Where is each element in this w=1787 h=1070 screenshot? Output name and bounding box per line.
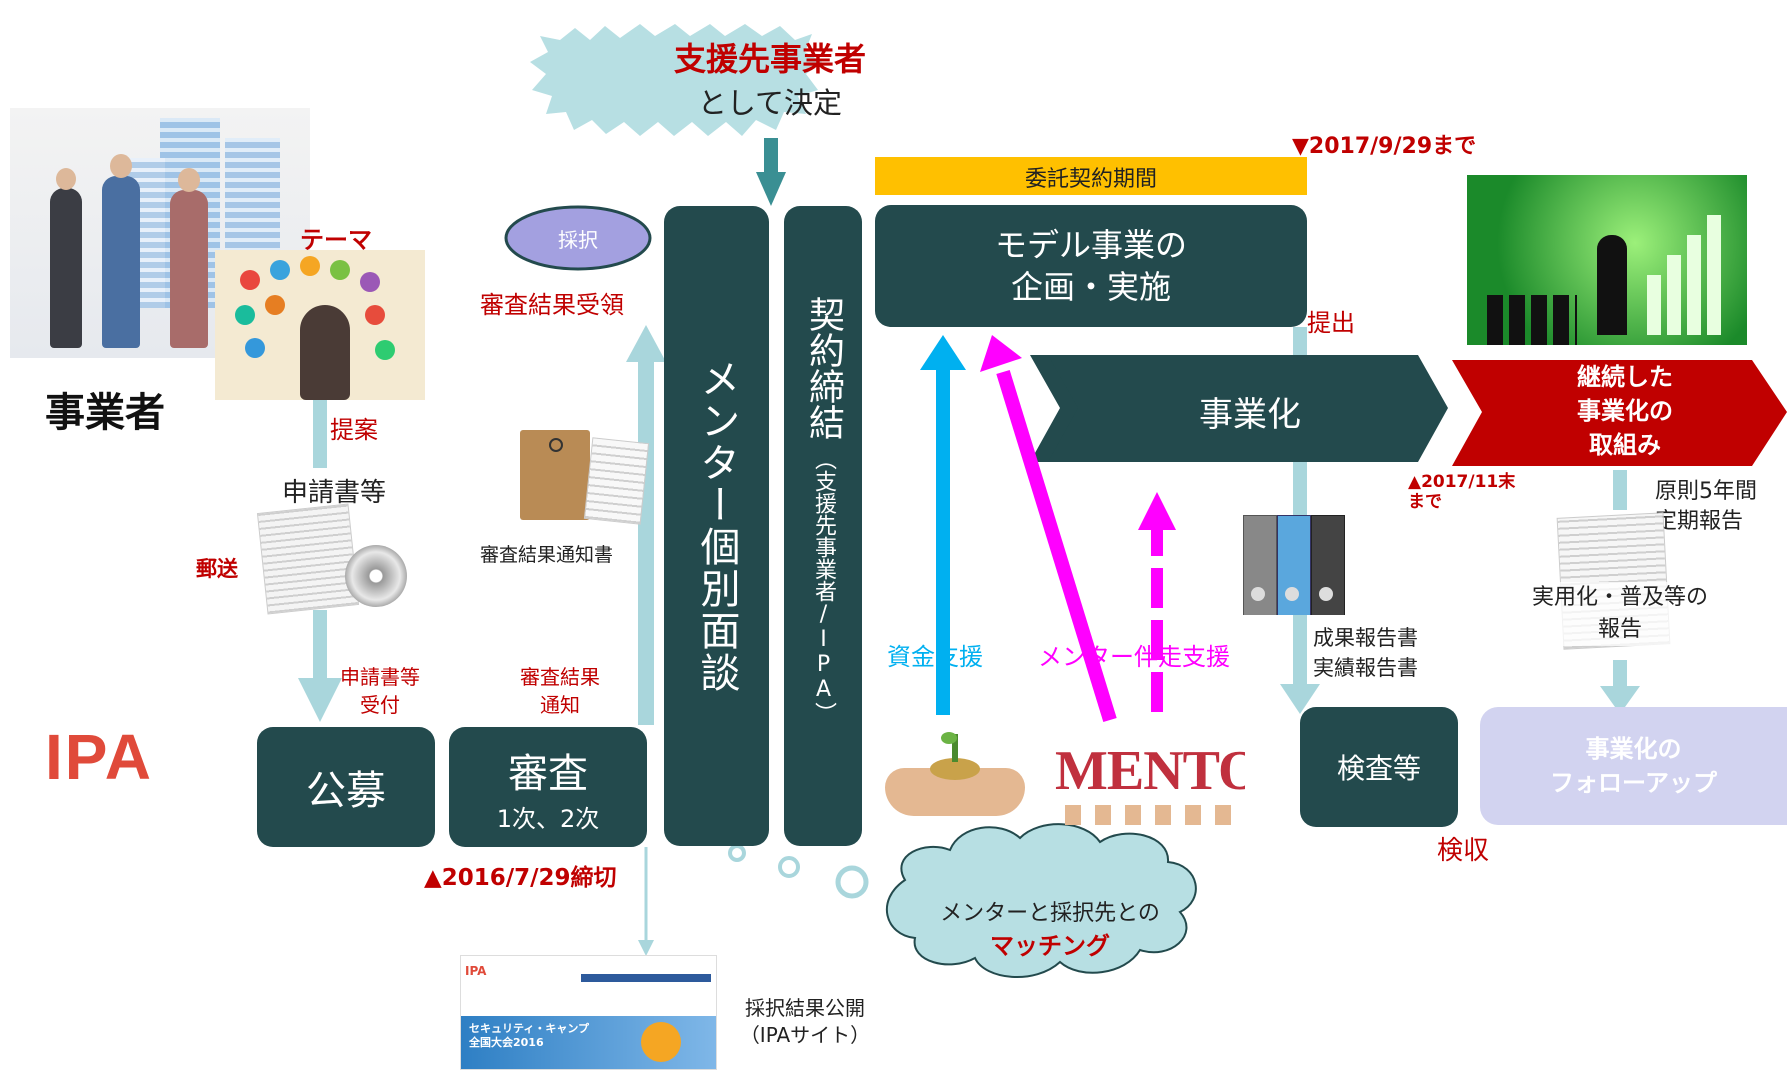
mentor-interview-box: メンター個別面談 [664, 206, 769, 846]
decision-cloud-sub: として決定 [697, 86, 843, 120]
theme-image [215, 250, 425, 400]
report-line1: 成果報告書 [1313, 626, 1418, 650]
periodic-label: 原則5年間 定期報告 [1655, 477, 1757, 537]
koubo-box: 公募 [257, 727, 435, 847]
practical-line2: 報告 [1597, 617, 1642, 642]
mentor-support-label: メンター伴走支援 [1038, 643, 1230, 671]
binders-icon [1243, 515, 1345, 615]
website-logo: IPA [465, 964, 487, 978]
commercialization-label: 事業化 [1199, 395, 1301, 435]
proposal-arrow [298, 678, 342, 722]
report-deadline: ▲2017/11末 まで [1408, 472, 1515, 512]
mentor-word: MENTOR [1055, 740, 1245, 802]
cloud-arrow-head [756, 172, 786, 206]
website-banner: セキュリティ・キャンプ 全国大会2016 [469, 1022, 589, 1050]
periodic-line1: 原則5年間 [1655, 479, 1757, 504]
mentor-interview-label: メンター個別面談 [693, 358, 740, 694]
theme-label: テーマ [300, 226, 372, 254]
mentor-diagonal-arrow [980, 335, 1022, 372]
received-line1: 申請書等 [340, 665, 420, 689]
website-banner-line1: セキュリティ・キャンプ [469, 1022, 590, 1035]
submit-deadline: ▲2016/7/29締切 [424, 865, 617, 891]
followup-box: 事業化の フォローアップ [1480, 707, 1787, 825]
received-label: 申請書等 受付 [320, 663, 440, 719]
continued-line2: 事業化の [1577, 397, 1673, 425]
cd-icon [345, 545, 407, 607]
contract-sub: （支援先事業者/IPA） [811, 448, 836, 724]
publish-line2: （IPAサイト） [739, 1023, 871, 1047]
mentor-support-arrow [1138, 492, 1176, 530]
adopted-oval [504, 205, 652, 271]
commercialization-banner [1048, 355, 1448, 462]
followup-line2: フォローアップ [1549, 769, 1718, 797]
matching-cloud [886, 823, 1197, 979]
matching-line2: マッチング [990, 932, 1110, 960]
continued-banner [1452, 360, 1787, 466]
result-received-label: 審査結果受領 [480, 291, 624, 319]
practical-line1: 実用化・普及等の [1531, 585, 1708, 610]
matching-text: メンターと採択先との マッチング [930, 898, 1170, 962]
envelope-icon [520, 430, 590, 520]
ipa-website-thumbnail: IPA セキュリティ・キャンプ 全国大会2016 [460, 955, 717, 1070]
notice-label: 審査結果 通知 [500, 663, 620, 719]
contract-period-label: 委託契約期間 [1024, 167, 1157, 192]
inspection-label: 検査等 [1336, 752, 1421, 785]
inspection-box: 検査等 [1300, 707, 1458, 827]
publish-label: 採択結果公開 （IPAサイト） [730, 995, 880, 1049]
mentor-image: MENTOR [1055, 735, 1245, 825]
funding-arrow [920, 335, 966, 370]
model-title-line2: 企画・実施 [1010, 268, 1171, 306]
shinsa-box: 審査 1次、2次 [449, 727, 647, 847]
shinsa-sub: 1次、2次 [496, 804, 600, 833]
adopted-label: 採択 [558, 228, 598, 252]
website-banner-line2: 全国大会2016 [469, 1036, 544, 1049]
decision-cloud-title: 支援先事業者 [673, 40, 866, 78]
model-business-box: モデル事業の 企画・実施 [875, 205, 1307, 327]
publish-line1: 採択結果公開 [745, 996, 865, 1020]
decision-cloud-text: 支援先事業者 として決定 [620, 34, 920, 122]
practical-label: 実用化・普及等の 報告 [1520, 582, 1720, 646]
periodic-line2: 定期報告 [1655, 509, 1744, 534]
report-deadline-line2: まで [1408, 492, 1442, 512]
shinsa-label: 審査 [508, 750, 588, 797]
contract-label: 契約締結 [803, 296, 844, 440]
notice-doc-label: 審査結果通知書 [480, 544, 614, 566]
funding-image [875, 728, 1035, 828]
acceptance-label: 検収 [1437, 836, 1490, 866]
contract-deadline: ▼2017/9/29まで [1292, 134, 1477, 159]
matching-line1: メンターと採択先との [940, 901, 1160, 926]
funding-label: 資金支援 [887, 643, 983, 671]
report-down-arrow [1280, 684, 1320, 714]
received-line2: 受付 [360, 693, 400, 717]
continued-line3: 取組み [1589, 431, 1661, 459]
operator-label: 事業者 [45, 390, 165, 436]
mail-label: 郵送 [196, 557, 238, 581]
report-label: 成果報告書 実績報告書 [1313, 623, 1418, 683]
notice-papers [583, 437, 650, 525]
report-line2: 実績報告書 [1313, 656, 1418, 680]
notice-line1: 審査結果 [520, 665, 600, 689]
proposal-label: 提案 [330, 416, 378, 444]
followup-line1: 事業化の [1585, 735, 1682, 763]
application-papers [256, 503, 360, 615]
model-title-line1: モデル事業の [994, 226, 1187, 264]
koubo-label: 公募 [306, 768, 386, 814]
growth-image [1467, 175, 1747, 345]
contract-box: 契約締結 （支援先事業者/IPA） [784, 206, 862, 846]
report-deadline-line1: ▲2017/11末 [1408, 472, 1516, 492]
submit-label: 提出 [1307, 309, 1355, 337]
contract-period-bar [875, 157, 1307, 195]
notice-up-arrow [626, 325, 666, 362]
continued-label: 継続した 事業化の 取組み [1500, 360, 1750, 462]
notice-line2: 通知 [540, 693, 580, 717]
continued-line1: 継続した [1577, 363, 1673, 391]
decision-cloud [530, 24, 822, 136]
cloud-arrow-stem [764, 138, 778, 174]
application-docs-label: 申請書等 [282, 478, 387, 508]
ipa-logo: IPA [45, 721, 153, 793]
